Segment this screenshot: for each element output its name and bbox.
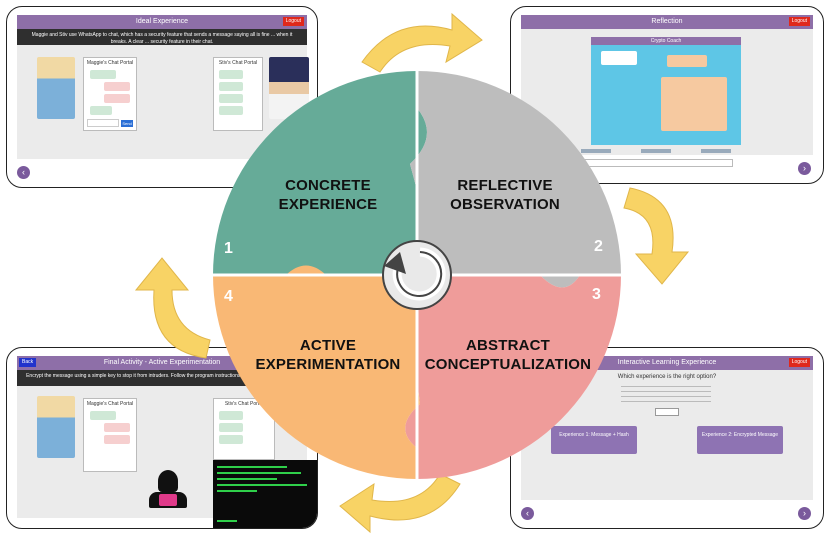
stage-1-label: CONCRETE EXPERIENCE [258, 176, 398, 214]
stage-3-label: ABSTRACT CONCEPTUALIZATION [416, 336, 600, 374]
intro-text: Encrypt the message using a simple key t… [17, 370, 307, 386]
crypto-coach-window: Crypto Coach [591, 37, 741, 145]
chevron-right-icon[interactable]: › [798, 162, 811, 175]
segment-reflective-observation [410, 71, 621, 288]
message-bubble [219, 94, 243, 103]
option-label: Experience 1: Message + Hash [559, 432, 629, 438]
chat-title: Stiv's Chat Portal [224, 401, 264, 407]
send-button[interactable]: Send [121, 120, 133, 127]
panel-title: Reflection [651, 18, 683, 25]
intro-text: Maggie and Stiv use WhatsApp to chat, wh… [17, 29, 307, 45]
chat-title: Stiv's Chat Portal [218, 60, 258, 66]
message-bubble [104, 423, 130, 432]
panel-screen: Crypto Coach [521, 29, 813, 167]
message-bubble [219, 82, 243, 91]
hacker-icon [145, 470, 191, 512]
maggie-avatar [37, 396, 75, 458]
panel-screen: Maggie and Stiv use WhatsApp to chat, wh… [17, 29, 309, 159]
message-bubble [219, 423, 243, 432]
stage-2-number: 2 [594, 238, 603, 255]
stiv-chat-portal: Stiv's Chat Portal [213, 57, 263, 131]
message-bubble [219, 106, 243, 115]
stage-1-line2: EXPERIENCE [278, 196, 378, 213]
message-bubble [104, 82, 130, 91]
segment-concrete-experience [213, 71, 427, 275]
chat-title: Maggie's Chat Portal [86, 60, 134, 66]
cycle-center-icon [382, 240, 452, 310]
panel-ideal-experience: Ideal Experience Logout Maggie and Stiv … [6, 6, 318, 188]
stage-4-label: ACTIVE EXPERIMENTATION [248, 336, 408, 374]
panel-reflection: Reflection Logout Crypto Coach › [510, 6, 824, 184]
stage-4-number: 4 [224, 288, 233, 305]
maggie-chat-portal: Maggie's Chat Portal [83, 398, 137, 472]
option-experience-2-button[interactable]: Experience 2: Encrypted Message [697, 426, 783, 454]
panel-title-bar: Ideal Experience Logout [17, 15, 307, 29]
suggestion-row [581, 149, 751, 153]
stage-4-line2: EXPERIMENTATION [255, 356, 401, 373]
message-bubble [90, 70, 116, 79]
segment-abstract-conceptualization [405, 275, 621, 479]
panel-title: Final Activity - Active Experimentation [103, 359, 221, 366]
stage-3-line1: ABSTRACT [465, 337, 551, 354]
message-bubble [219, 411, 243, 420]
maggie-avatar [37, 57, 75, 119]
stage-2-line2: OBSERVATION [450, 196, 560, 213]
coach-message [601, 51, 637, 65]
message-bubble [219, 435, 243, 444]
chevron-left-icon[interactable]: ‹ [17, 166, 30, 179]
panel-screen: Which experience is the right option? Ex… [521, 370, 813, 500]
chat-title: Maggie's Chat Portal [86, 401, 134, 407]
stage-1-number: 1 [224, 240, 233, 257]
coach-message [661, 77, 727, 131]
question-details [621, 386, 711, 406]
message-bubble [219, 70, 243, 79]
option-label: Experience 2: Encrypted Message [701, 432, 779, 438]
panel-screen: Encrypt the message using a simple key t… [17, 370, 317, 528]
logout-button[interactable]: Logout [282, 17, 304, 26]
back-button[interactable]: Back [19, 358, 37, 367]
crypto-coach-title: Crypto Coach [591, 37, 741, 45]
logout-button[interactable]: Logout [788, 358, 810, 367]
message-bubble [90, 411, 116, 420]
chevron-right-icon[interactable]: › [798, 507, 811, 520]
message-bubble [104, 435, 130, 444]
stage-2-line1: REFLECTIVE [457, 177, 553, 194]
chevron-left-icon[interactable]: ‹ [521, 507, 534, 520]
message-bubble [104, 94, 130, 103]
message-input[interactable] [87, 119, 119, 127]
message-bubble [90, 106, 112, 115]
panel-title: Ideal Experience [135, 18, 189, 25]
terminal-window [213, 460, 317, 528]
question-title: Which experience is the right option? [617, 374, 717, 380]
panel-title: Interactive Learning Experience [617, 359, 717, 366]
option-experience-1-button[interactable]: Experience 1: Message + Hash [551, 426, 637, 454]
stage-2-label: REFLECTIVE OBSERVATION [430, 176, 580, 214]
stage-1-line1: CONCRETE [285, 177, 371, 194]
stage-4-line1: ACTIVE [299, 337, 357, 354]
hint-button[interactable] [655, 408, 679, 416]
stage-3-number: 3 [592, 286, 601, 303]
maggie-chat-portal: Maggie's Chat Portal Send [83, 57, 137, 131]
segment-active-experimentation [213, 265, 420, 479]
logout-button[interactable]: Logout [788, 17, 810, 26]
panel-title-bar: Reflection Logout [521, 15, 813, 29]
stage-3-line2: CONCEPTUALIZATION [424, 356, 592, 373]
coach-message [667, 55, 707, 67]
